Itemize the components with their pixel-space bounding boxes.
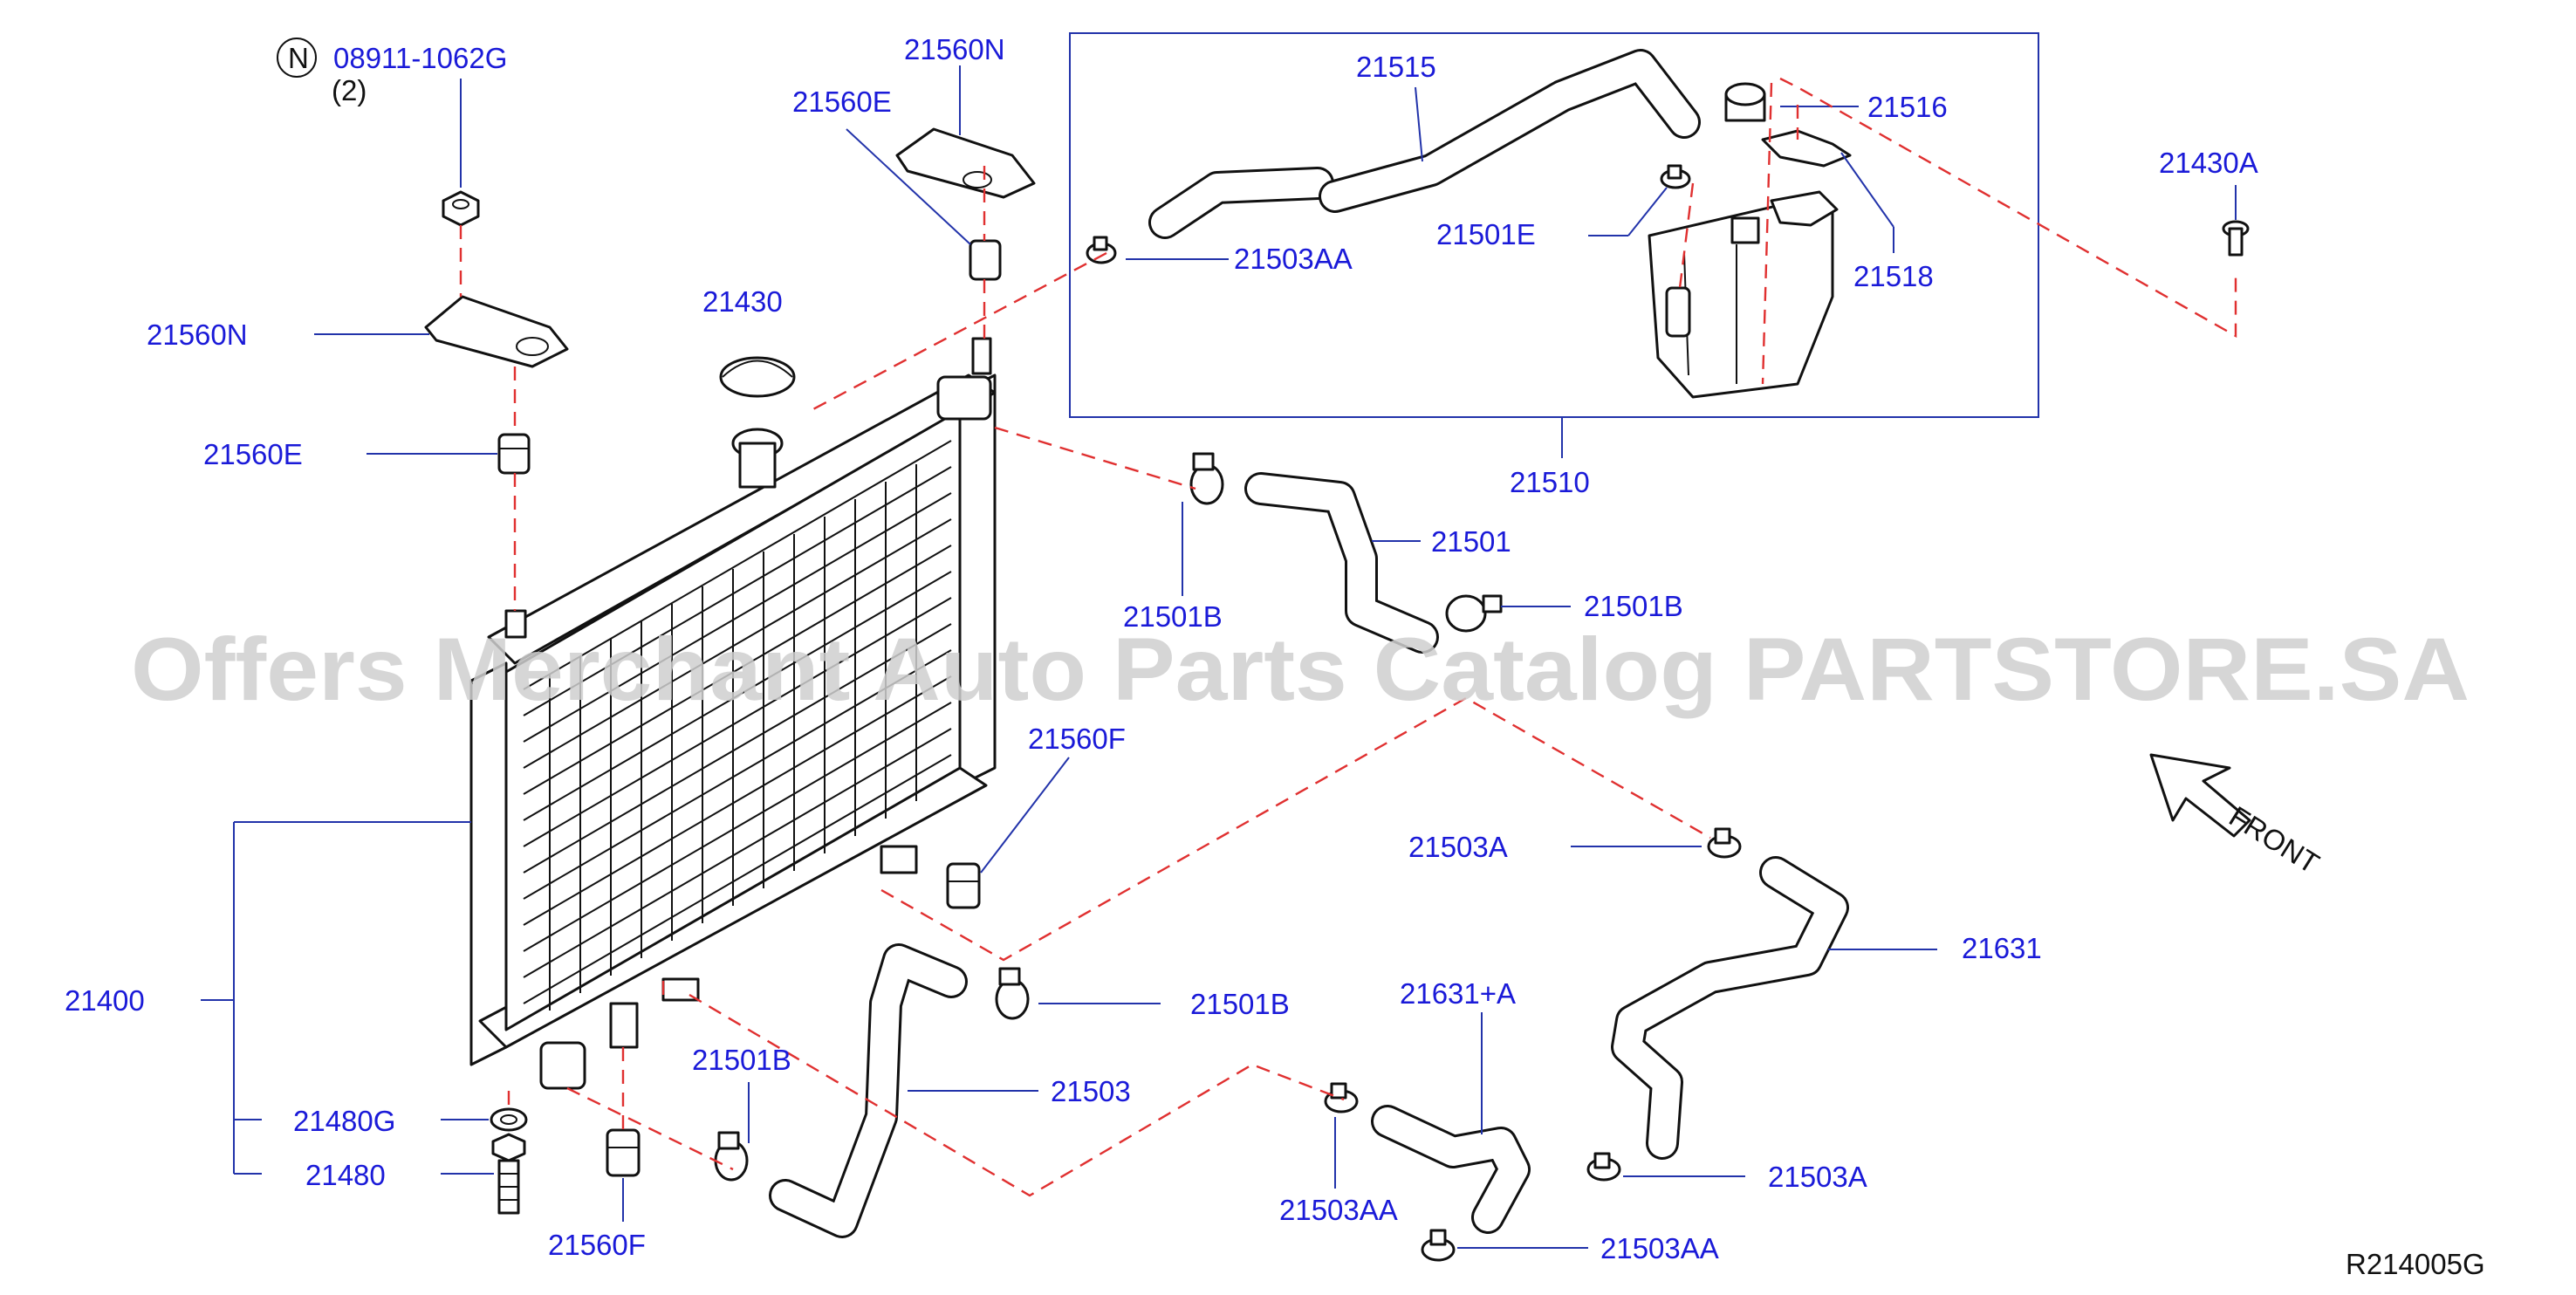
nut-08911: [442, 190, 480, 227]
label-21430: 21430: [702, 285, 783, 318]
bracket-21560N-left: [424, 295, 569, 368]
label-21480G: 21480G: [293, 1105, 395, 1137]
upper-hose-21501: [1244, 472, 1439, 654]
front-label: FRONT: [2223, 800, 2325, 880]
clamp-21503AA-top: [1086, 236, 1117, 264]
label-21480: 21480: [305, 1159, 386, 1191]
label-21501B-b: 21501B: [1584, 590, 1683, 622]
clamp-21501B-c: [995, 967, 1030, 1020]
clamp-21503AA-c: [1421, 1229, 1456, 1262]
label-21503AA-top: 21503AA: [1234, 243, 1353, 275]
label-21516: 21516: [1867, 91, 1948, 123]
label-21560N-left: 21560N: [147, 319, 248, 351]
front-arrow-icon: [2149, 753, 2251, 838]
drain-plug-21480: [491, 1133, 526, 1215]
n-symbol-letter: N: [288, 42, 309, 74]
label-21501B-d: 21501B: [692, 1044, 791, 1076]
n-symbol: [277, 38, 317, 78]
leader-21400: [201, 821, 471, 1175]
label-21503A-b: 21503A: [1768, 1161, 1867, 1193]
label-21510: 21510: [1510, 466, 1590, 498]
label-21503AA-b: 21503AA: [1279, 1194, 1398, 1226]
label-21560N-top: 21560N: [904, 33, 1005, 65]
label-21400: 21400: [65, 984, 145, 1017]
label-21631: 21631: [1962, 932, 2042, 964]
insulator-21560E-top: [969, 239, 1002, 281]
insulator-21560F-bottom: [606, 1128, 641, 1177]
label-21503: 21503: [1051, 1075, 1131, 1107]
label-21518: 21518: [1853, 260, 1934, 292]
insulator-21560F-right: [946, 862, 981, 909]
label-21503AA-c: 21503AA: [1600, 1232, 1719, 1264]
label-21503A-a: 21503A: [1408, 831, 1508, 863]
label-qty: (2): [332, 74, 367, 106]
label-21560E-left: 21560E: [203, 438, 303, 470]
radiator-core-21400: [469, 337, 997, 1090]
reservoir-hose-21515: [1148, 49, 1701, 239]
clamp-21503AA-b: [1324, 1082, 1359, 1113]
clamp-21501B-b: [1445, 594, 1503, 633]
clamp-21501B-a: [1189, 452, 1224, 505]
label-21501: 21501: [1431, 525, 1511, 558]
bracket-21560N-top: [895, 127, 1036, 199]
washer-21480G: [490, 1107, 528, 1132]
label-21501B-c: 21501B: [1190, 988, 1290, 1020]
label-21560F-right: 21560F: [1028, 723, 1126, 755]
watermark: Offers Merchant Auto Parts Catalog PARTS…: [131, 620, 2470, 719]
dashed-assembly-lines: [459, 77, 2237, 1197]
reservoir-cap-21516: [1724, 82, 1766, 122]
clamp-21503A-b: [1586, 1152, 1621, 1182]
label-21501E: 21501E: [1436, 218, 1536, 250]
label-21501B-a: 21501B: [1123, 600, 1223, 633]
label-21515: 21515: [1356, 51, 1436, 83]
label-08911-1062G: 08911-1062G: [333, 42, 507, 74]
hose-21631: [1611, 856, 1849, 1160]
clamp-21503A-a: [1707, 827, 1742, 859]
bracket-21518: [1761, 129, 1852, 168]
label-21560E-top: 21560E: [792, 86, 892, 118]
label-21631A: 21631+A: [1400, 977, 1516, 1010]
reservoir-tank-21510: [1648, 190, 1839, 399]
insulator-21560E-left: [497, 433, 531, 475]
clamp-21501E: [1660, 164, 1691, 189]
radiator-cap-21430: [719, 356, 796, 398]
clamp-21501B-d: [714, 1131, 749, 1182]
lower-hose-21503: [769, 943, 968, 1238]
bolt-21430A: [2222, 220, 2250, 257]
label-21560F-bottom: 21560F: [548, 1229, 646, 1261]
label-21430A: 21430A: [2159, 147, 2258, 179]
diagram-code: R214005G: [2346, 1248, 2485, 1280]
hose-21631A: [1371, 1105, 1531, 1234]
